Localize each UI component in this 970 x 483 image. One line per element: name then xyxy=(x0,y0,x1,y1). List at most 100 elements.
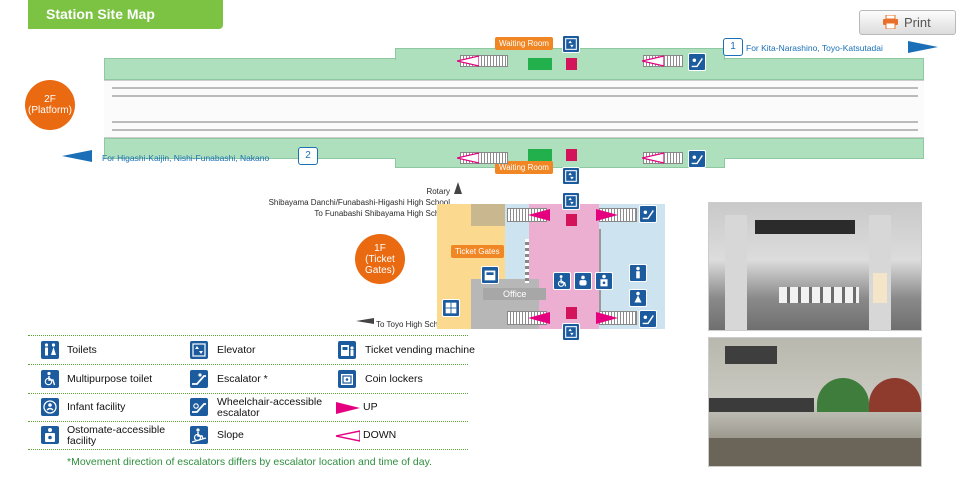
wheelchair-escalator-icon xyxy=(688,150,706,168)
legend-divider xyxy=(28,393,468,394)
legend-label-multipurpose-toilet: Multipurpose toilet xyxy=(67,373,153,385)
printer-icon xyxy=(883,15,898,29)
up-arrow-icon xyxy=(596,312,618,324)
infant-facility-icon xyxy=(41,398,59,416)
station-exterior-photo xyxy=(708,337,922,467)
waiting-room-block xyxy=(528,58,552,70)
floor-badge-2f: 2F (Platform) xyxy=(25,80,75,130)
wheelchair-escalator-icon xyxy=(190,398,208,416)
track-number-2: 2 xyxy=(298,147,318,165)
elevator-icon xyxy=(562,167,580,185)
photo-ground xyxy=(709,438,921,466)
track-2-destination: For Higashi-Kaijin, Nishi-Funabashi, Nak… xyxy=(102,153,270,163)
exit-note-rotary: Rotary xyxy=(426,187,450,196)
down-arrow-icon xyxy=(642,55,664,67)
floor-badge-1f-line1: 1F xyxy=(374,242,386,254)
legend-label-slope: Slope xyxy=(217,429,244,441)
legend-label-ostomate: Ostomate-accessible facility xyxy=(67,424,166,447)
waiting-room-label: Waiting Room xyxy=(495,161,553,174)
photo-arch xyxy=(817,378,869,412)
waiting-room-block xyxy=(528,149,552,161)
photo-canopy xyxy=(709,398,814,412)
coin-locker-icon xyxy=(338,370,356,388)
legend-label-toilets: Toilets xyxy=(67,344,97,356)
ticket-gates-label: Ticket Gates xyxy=(451,245,504,258)
platform-lower-extension xyxy=(395,158,725,168)
exit-arrow-up-icon xyxy=(454,182,462,194)
elevator-icon xyxy=(562,323,580,341)
floor-badge-2f-line1: 2F xyxy=(44,94,56,105)
wheelchair-escalator-icon xyxy=(688,53,706,71)
rail xyxy=(112,129,918,131)
legend-divider xyxy=(28,421,468,422)
exit-arrow-left-icon xyxy=(356,318,374,324)
exit-note-shibayama-danchi: Shibayama Danchi/Funabashi-Higashi High … xyxy=(268,198,450,207)
photo-poster xyxy=(873,273,887,303)
coin-locker-icon xyxy=(442,299,460,317)
rail xyxy=(112,121,918,123)
multipurpose-toilet-icon xyxy=(41,370,59,388)
rail xyxy=(112,87,918,89)
ostomate-icon xyxy=(595,272,613,290)
legend-label-infant-facility: Infant facility xyxy=(67,401,126,413)
multipurpose-toilet-icon xyxy=(553,272,571,290)
floor-badge-2f-line2: (Platform) xyxy=(28,105,72,116)
elevator-icon xyxy=(562,192,580,210)
track-number-1: 1 xyxy=(723,38,743,56)
stair-marker xyxy=(566,149,577,161)
track-1-destination: For Kita-Narashino, Toyo-Katsutadai xyxy=(746,43,883,53)
platform-upper xyxy=(104,58,924,80)
photo-pillar xyxy=(725,215,747,330)
ostomate-icon xyxy=(41,426,59,444)
exit-note-funabashi-shibayama: To Funabashi Shibayama High School xyxy=(314,209,450,218)
down-arrow-icon xyxy=(642,152,664,164)
wheelchair-escalator-icon xyxy=(639,205,657,223)
elevator-icon xyxy=(562,35,580,53)
floor-badge-1f-line2: (Ticket Gates) xyxy=(364,253,395,276)
photo-gates xyxy=(779,287,859,303)
ticket-machine-icon xyxy=(481,266,499,284)
wheelchair-escalator-icon xyxy=(639,310,657,328)
ticket-machine-icon xyxy=(338,341,356,359)
floor-badge-1f: 1F (Ticket Gates) xyxy=(355,234,405,284)
up-arrow-icon xyxy=(528,312,550,324)
escalator-footnote: *Movement direction of escalators differ… xyxy=(67,456,432,468)
up-arrow-icon xyxy=(528,209,550,221)
slope-icon xyxy=(190,426,208,444)
up-arrow-icon xyxy=(336,402,360,414)
waiting-room-label: Waiting Room xyxy=(495,37,553,50)
ticket-gate-line xyxy=(525,239,529,283)
escalator-icon xyxy=(190,370,208,388)
down-arrow-icon xyxy=(457,152,479,164)
legend-label-ticket-machine: Ticket vending machine xyxy=(365,344,475,356)
down-arrow-icon xyxy=(457,55,479,67)
legend-label-up: UP xyxy=(363,401,378,413)
ticket-gates-photo xyxy=(708,202,922,331)
legend-label-coin-lockers: Coin lockers xyxy=(365,373,423,385)
exit-note-toyo-high-school: To Toyo High School xyxy=(376,320,449,329)
toilets-icon xyxy=(41,341,59,359)
stair-marker xyxy=(566,307,577,319)
legend-label-wheelchair-escalator: Wheelchair-accessible escalator xyxy=(217,396,323,419)
track-band xyxy=(104,80,924,138)
photo-arch xyxy=(869,378,921,412)
print-label: Print xyxy=(904,15,931,30)
down-arrow-icon xyxy=(336,430,360,442)
paid-area xyxy=(529,204,599,329)
office-label: Office xyxy=(483,288,547,300)
stair-marker xyxy=(566,58,577,70)
photo-station-sign xyxy=(725,346,777,364)
legend-divider xyxy=(28,449,468,450)
legend-label-down: DOWN xyxy=(363,429,397,441)
stair-marker xyxy=(566,214,577,226)
up-arrow-icon xyxy=(596,209,618,221)
rail xyxy=(112,95,918,97)
elevator-icon xyxy=(190,341,208,359)
toilets-icon xyxy=(629,289,647,307)
legend-divider xyxy=(28,364,468,365)
page-title: Station Site Map xyxy=(28,0,223,29)
print-button[interactable]: Print xyxy=(859,10,956,35)
toilets-icon xyxy=(629,264,647,282)
direction-arrow-right-icon xyxy=(908,41,938,53)
room-block xyxy=(471,204,505,226)
